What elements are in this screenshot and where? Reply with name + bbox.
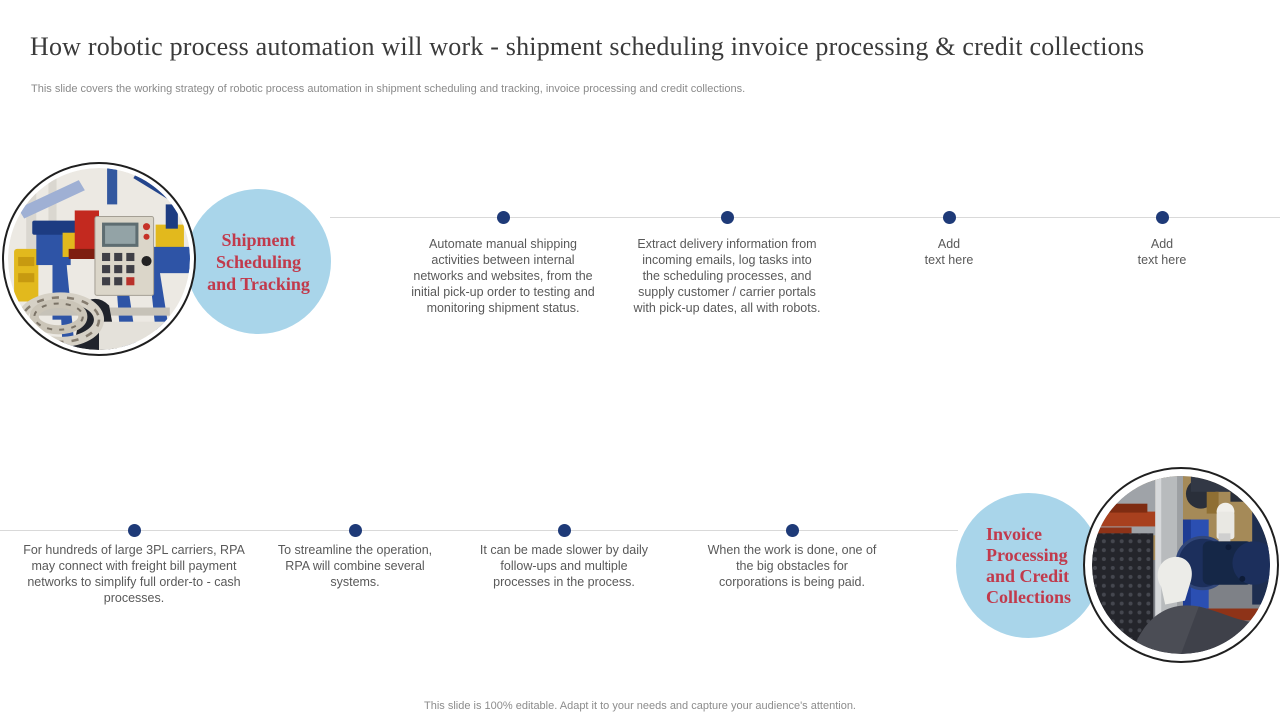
top-track-label-circle: Shipment Scheduling and Tracking	[186, 189, 331, 334]
timeline-item-text: To streamline the operation, RPA will co…	[277, 543, 433, 589]
timeline-item-text: Extract delivery information from incomi…	[633, 237, 821, 315]
timeline-item-text: It can be made slower by daily follow-up…	[479, 543, 649, 589]
top-track-label: Shipment Scheduling and Tracking	[207, 229, 310, 294]
timeline-dot	[943, 211, 956, 224]
technician-pump-photo-icon	[1092, 476, 1270, 654]
top-timeline-line	[330, 217, 1280, 218]
timeline-item-text: Automate manual shipping activities betw…	[411, 237, 595, 315]
timeline-dot	[349, 524, 362, 537]
slide-title: How robotic process automation will work…	[30, 32, 1145, 61]
timeline-dot	[1156, 211, 1169, 224]
timeline-dot	[497, 211, 510, 224]
machinery-photo-image	[2, 162, 196, 356]
timeline-placeholder-text: Add text here	[924, 237, 974, 267]
timeline-item-text: When the work is done, one of the big ob…	[707, 543, 877, 589]
timeline-item-text: For hundreds of large 3PL carriers, RPA …	[23, 543, 245, 605]
footer-note: This slide is 100% editable. Adapt it to…	[424, 700, 856, 712]
timeline-dot	[128, 524, 141, 537]
timeline-placeholder-text: Add text here	[1137, 237, 1187, 267]
industrial-machinery-photo-icon	[8, 168, 190, 350]
slide-subtitle: This slide covers the working strategy o…	[31, 83, 746, 95]
pump-photo-image	[1083, 467, 1279, 663]
timeline-dot	[721, 211, 734, 224]
bottom-track-label-circle: Invoice Processing and Credit Collection…	[956, 493, 1101, 638]
bottom-track-label: Invoice Processing and Credit Collection…	[986, 523, 1071, 607]
timeline-dot	[786, 524, 799, 537]
timeline-dot	[558, 524, 571, 537]
bottom-timeline-line	[0, 530, 958, 531]
